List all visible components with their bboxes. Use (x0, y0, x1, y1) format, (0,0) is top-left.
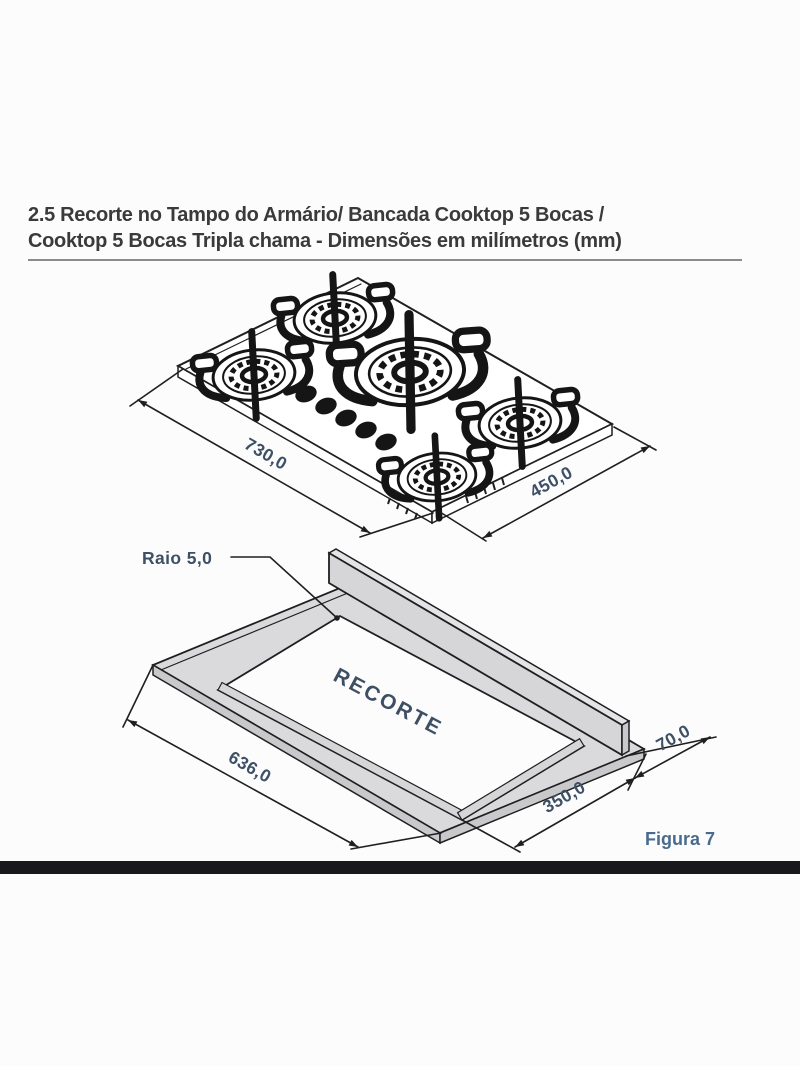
knob (335, 409, 357, 427)
section-heading-line1: 2.5 Recorte no Tampo do Armário/ Bancada… (28, 204, 605, 226)
radius-leader-line (230, 556, 338, 619)
figure-caption: Figura 7 (645, 829, 715, 849)
cutout-inner-wall-right (456, 737, 585, 821)
page-divider-rule (0, 861, 800, 874)
knob (375, 433, 397, 451)
section-heading-line2: Cooktop 5 Bocas Tripla chama - Dimensões… (28, 230, 622, 252)
cutout-figure: RECORTE Raio 5,0 636,0 350,0 (122, 548, 717, 853)
section-heading: 2.5 Recorte no Tampo do Armário/ Bancada… (28, 202, 742, 261)
cooktop-figure: 730,0 450,0 (129, 265, 657, 542)
knob (315, 397, 337, 415)
dim-label-636: 636,0 (225, 747, 275, 787)
control-knobs (295, 385, 397, 451)
knob (355, 421, 377, 439)
radius-label: Raio 5,0 (142, 548, 212, 568)
radius-callout: Raio 5,0 (142, 548, 340, 621)
knob (295, 385, 317, 403)
backsplash (327, 548, 631, 757)
dim-label-730: 730,0 (241, 434, 291, 474)
